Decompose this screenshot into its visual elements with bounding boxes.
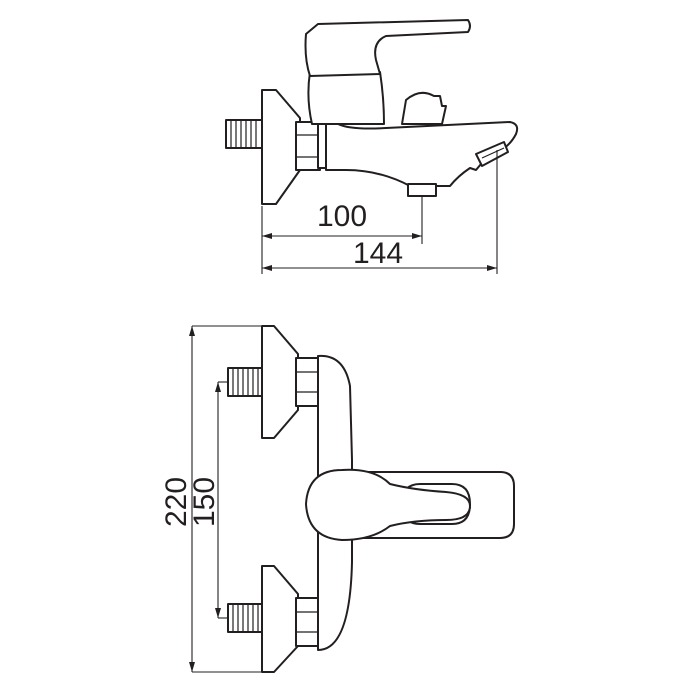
side-lever-handle <box>304 19 471 77</box>
side-cartridge-housing <box>307 71 385 125</box>
dimension-150: 150 <box>188 381 228 619</box>
top-upper-flange <box>261 325 299 439</box>
dimension-220-label: 220 <box>160 477 193 527</box>
side-hex-nut <box>295 121 321 171</box>
top-upper-inlet-thread <box>227 367 263 397</box>
dimension-144: 144 <box>262 237 497 271</box>
side-wall-flange <box>261 89 301 205</box>
side-bottom-outlet <box>407 183 437 197</box>
top-lower-hex-nut <box>295 597 319 647</box>
top-upper-hex-nut <box>295 357 319 407</box>
top-view: 220 150 <box>160 325 515 673</box>
side-diverter-knob <box>401 91 447 125</box>
dimension-100-label: 100 <box>317 200 367 233</box>
top-lower-flange <box>261 565 299 673</box>
side-inlet-thread <box>225 119 263 149</box>
dimension-144-label: 144 <box>353 237 403 270</box>
dimension-150-label: 150 <box>188 477 221 527</box>
dimension-220: 220 <box>160 325 262 673</box>
dimension-100: 100 <box>262 200 422 239</box>
top-lever-handle <box>305 468 471 541</box>
top-lower-inlet-thread <box>227 603 263 633</box>
side-view: 100 144 <box>225 19 519 274</box>
